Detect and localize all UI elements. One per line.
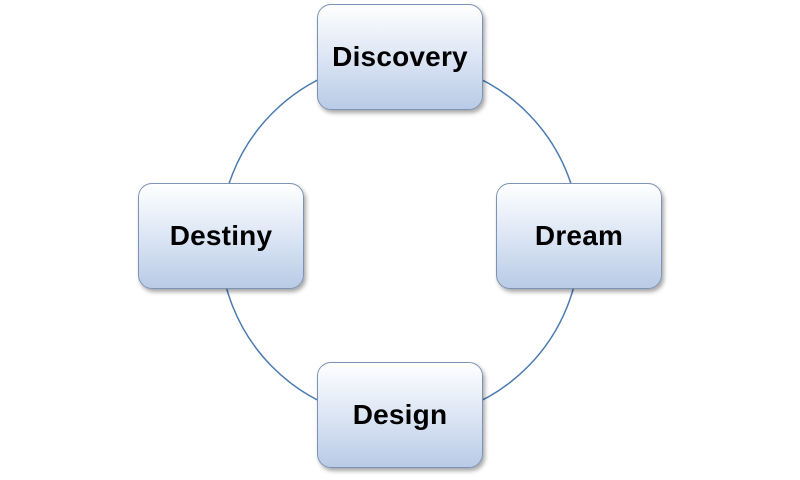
stage-discovery-label: Discovery — [332, 41, 468, 72]
stage-design: Design — [317, 362, 483, 468]
stage-dream-label: Dream — [534, 220, 624, 251]
stage-design-label: Design — [352, 399, 448, 430]
stage-discovery: Discovery — [317, 4, 483, 110]
stage-destiny-label: Destiny — [169, 220, 273, 251]
stage-destiny: Destiny — [138, 183, 304, 289]
stage-dream: Dream — [496, 183, 662, 289]
